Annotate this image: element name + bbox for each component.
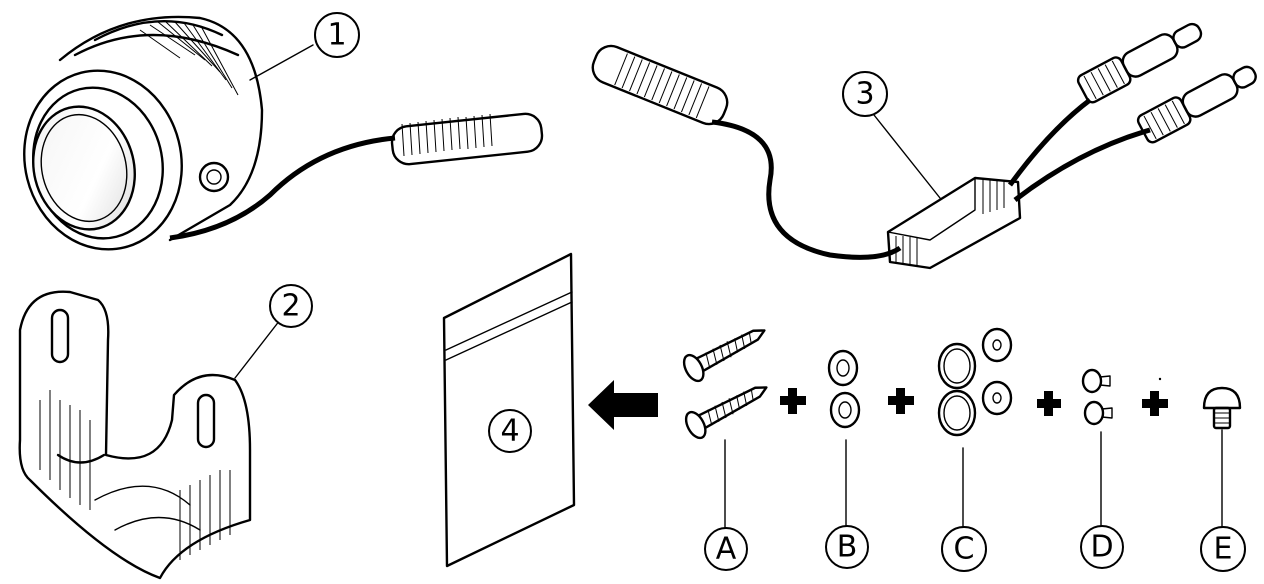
callout-c-text: C xyxy=(954,532,975,567)
bracket-part xyxy=(18,290,281,580)
callout-b: B xyxy=(825,525,869,569)
callout-1: 1 xyxy=(314,12,360,58)
callout-e: E xyxy=(1200,526,1246,572)
plus-sign-4 xyxy=(1142,391,1168,416)
callout-4-text: 4 xyxy=(500,414,519,449)
cap-screw-part xyxy=(1202,386,1242,531)
callout-a-text: A xyxy=(716,532,737,567)
left-arrow-icon xyxy=(588,380,658,430)
plus-sign-3 xyxy=(1037,391,1061,416)
lamp-part xyxy=(23,15,544,251)
nuts-part xyxy=(827,349,861,531)
plus-sign-1 xyxy=(780,388,806,414)
callout-c: C xyxy=(941,526,987,572)
bag-part xyxy=(442,252,576,568)
washers-part xyxy=(937,327,1013,531)
callout-e-text: E xyxy=(1214,532,1233,567)
plus-sign-2 xyxy=(888,388,914,414)
callout-1-text: 1 xyxy=(327,18,346,53)
callout-2-text: 2 xyxy=(281,289,300,324)
callout-b-text: B xyxy=(837,530,858,565)
callout-d: D xyxy=(1080,525,1124,569)
callout-4: 4 xyxy=(488,409,532,453)
callout-2: 2 xyxy=(269,284,313,328)
callout-d-text: D xyxy=(1090,530,1113,565)
y-cable-part xyxy=(591,22,1257,270)
callout-a: A xyxy=(704,527,748,571)
screws-part xyxy=(682,329,768,531)
callout-3: 3 xyxy=(842,71,888,117)
callout-3-text: 3 xyxy=(855,77,874,112)
small-screws-part xyxy=(1081,368,1162,531)
